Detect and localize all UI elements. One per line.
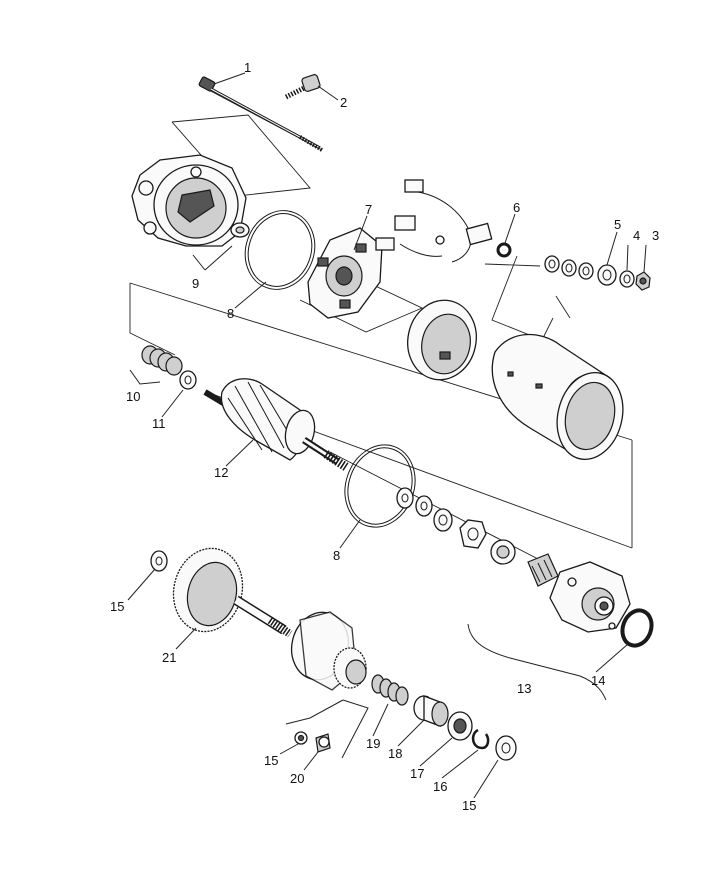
- callout-9: 9: [192, 276, 199, 291]
- o-ring-upper: [244, 210, 316, 290]
- callout-13: 13: [517, 681, 531, 696]
- callout-5: 5: [614, 217, 621, 232]
- small-o-ring: [496, 242, 512, 258]
- overrunning-clutch: [290, 611, 367, 691]
- callout-7: 7: [365, 202, 372, 217]
- callout-14: 14: [591, 673, 605, 688]
- pin-and-washer: [294, 731, 331, 753]
- stop-collar: [413, 695, 449, 727]
- thrust-washer: [179, 370, 197, 390]
- callout-11: 11: [152, 416, 166, 431]
- bearing-ring: [447, 711, 473, 741]
- pinion-spring: [371, 674, 409, 706]
- callout-1: 1: [244, 60, 251, 75]
- needle-bearing: [527, 553, 559, 587]
- shim-washers: [396, 487, 516, 565]
- callout-10: 10: [126, 389, 140, 404]
- callout-17: 17: [410, 766, 424, 781]
- callout-4: 4: [633, 228, 640, 243]
- brush-plate: [307, 227, 383, 319]
- callout-12: 12: [214, 465, 228, 480]
- callout-8-upper: 8: [227, 306, 234, 321]
- callout-19: 19: [366, 736, 380, 751]
- callout-8-lower: 8: [333, 548, 340, 563]
- motor-yoke: [491, 333, 624, 461]
- through-bolt: [198, 76, 324, 152]
- callout-16: 16: [433, 779, 447, 794]
- snap-ring: [471, 728, 490, 750]
- callout-labels: 1 2 3 4 5 6 7 8 9 10 11 12 8 13 14 15 21…: [110, 60, 659, 813]
- leader-lines: [127, 72, 647, 799]
- spring-stack: [141, 345, 183, 376]
- reduction-gear: [172, 547, 293, 638]
- callout-20: 20: [290, 771, 304, 786]
- brush-holder: [375, 179, 493, 263]
- gear-housing: [549, 561, 631, 633]
- washer-right: [495, 735, 517, 761]
- callout-3: 3: [652, 228, 659, 243]
- front-end-frame: [131, 154, 250, 247]
- callout-6: 6: [513, 200, 520, 215]
- o-ring-lower: [344, 444, 416, 528]
- commutator-end-holder: [407, 299, 477, 381]
- callout-18: 18: [388, 746, 402, 761]
- callout-21: 21: [162, 650, 176, 665]
- callout-15-right: 15: [462, 798, 476, 813]
- armature: [203, 378, 349, 471]
- housing-o-ring: [620, 608, 654, 648]
- callout-2: 2: [340, 95, 347, 110]
- callout-15-pin: 15: [264, 753, 278, 768]
- washer-stack: [544, 255, 651, 291]
- callout-15-left: 15: [110, 599, 124, 614]
- washer-left: [150, 550, 168, 572]
- mounting-screw: [284, 74, 321, 100]
- grouping-brackets: [129, 245, 607, 759]
